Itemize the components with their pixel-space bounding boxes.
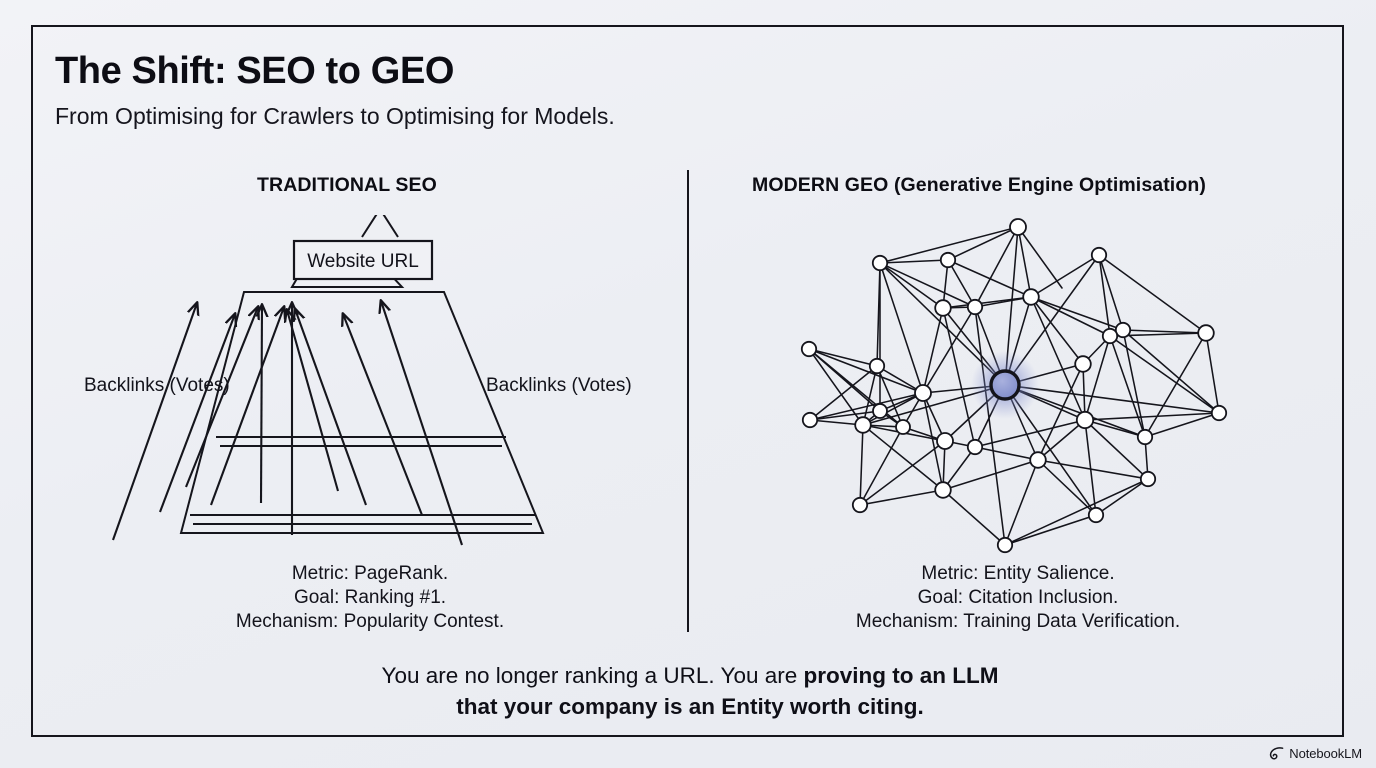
backlinks-label-right: Backlinks (Votes) (486, 375, 632, 396)
website-url-node-label: Website URL (307, 251, 419, 272)
backlinks-label-left: Backlinks (Votes) (84, 375, 230, 396)
notebooklm-watermark-label: NotebookLM (1289, 746, 1362, 761)
notebooklm-watermark: NotebookLM (1269, 746, 1362, 761)
column-heading-traditional-seo: TRADITIONAL SEO (257, 174, 437, 196)
conclusion-bold-line1: proving to an LLM (803, 663, 999, 688)
notebooklm-spiral-icon (1269, 747, 1284, 760)
traditional-seo-pyramid-diagram: Website URL Backlinks (Votes) Backlinks … (70, 215, 670, 555)
caption-traditional-seo: Metric: PageRank. Goal: Ranking #1. Mech… (235, 563, 505, 633)
conclusion-statement: You are no longer ranking a URL. You are… (240, 660, 1140, 722)
page-subtitle: From Optimising for Crawlers to Optimisi… (55, 103, 615, 129)
page-title: The Shift: SEO to GEO (55, 50, 455, 92)
column-divider (687, 170, 689, 632)
column-heading-modern-geo: MODERN GEO (Generative Engine Optimisati… (752, 174, 1206, 196)
caption-modern-geo: Metric: Entity Salience. Goal: Citation … (855, 563, 1181, 633)
conclusion-normal-text: You are no longer ranking a URL. You are (381, 663, 804, 688)
modern-geo-network-diagram (800, 215, 1240, 555)
slide-border-frame (31, 25, 1344, 737)
highlighted-entity-node (989, 369, 1021, 401)
conclusion-bold-line2: that your company is an Entity worth cit… (456, 694, 924, 719)
